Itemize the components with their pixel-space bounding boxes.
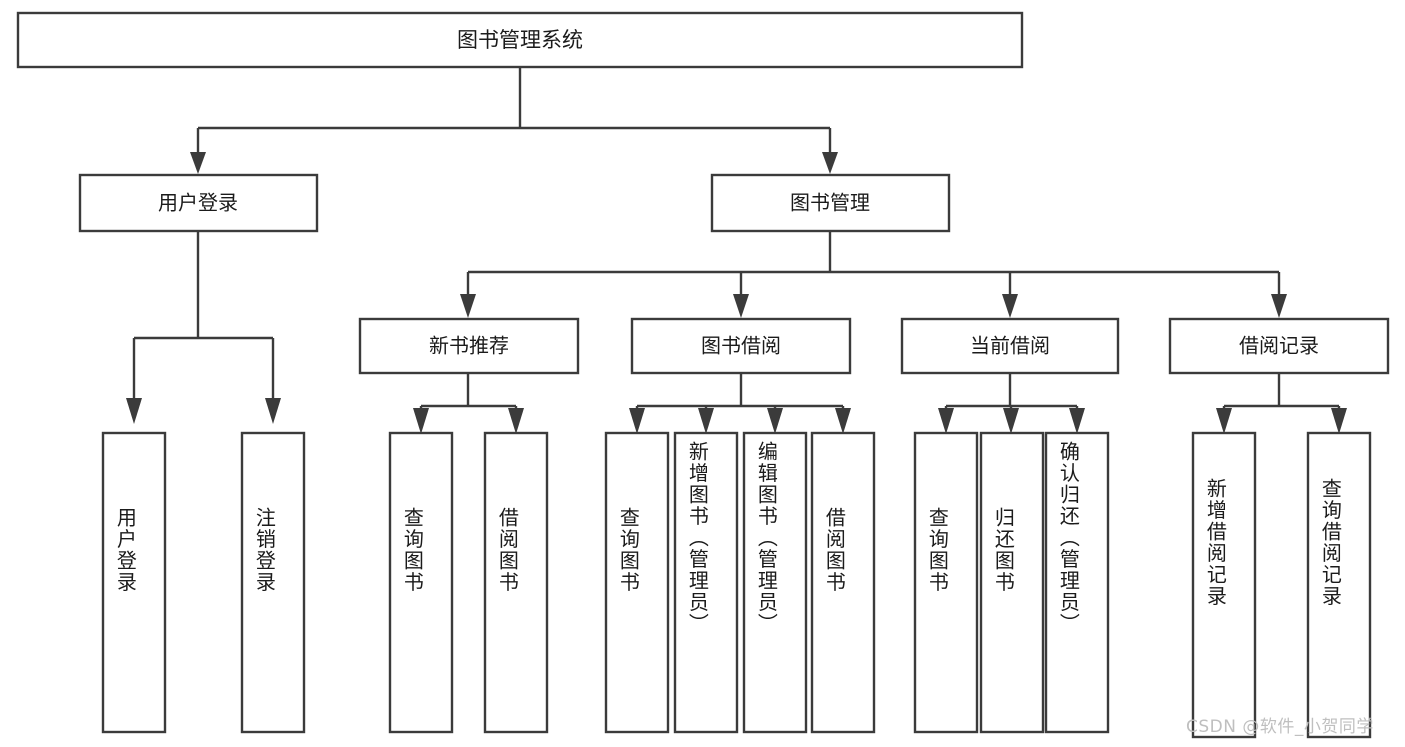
node-user-login-label: 用户登录 xyxy=(158,191,238,215)
node-new-book-rec-label: 新书推荐 xyxy=(429,334,509,358)
arrowhead-book-borrow xyxy=(733,294,749,318)
node-borrow-record-label: 借阅记录 xyxy=(1239,334,1319,358)
arrowhead-leaf-confirm-return xyxy=(1069,408,1085,434)
connector-group-root xyxy=(190,68,838,174)
leaf-box-logout[interactable] xyxy=(240,431,306,734)
arrowhead-borrow-record xyxy=(1271,294,1287,318)
arrowhead-current-borrow xyxy=(1002,294,1018,318)
node-book-manage-label: 图书管理 xyxy=(790,191,870,215)
connector-group-newbookrec xyxy=(413,373,524,434)
arrowhead-leaf-borrow-book-1 xyxy=(508,408,524,434)
leaf-box-query-record[interactable] xyxy=(1306,431,1372,739)
node-book-manage-box[interactable] xyxy=(710,173,951,233)
watermark-text: CSDN @软件_小贺同学 xyxy=(1186,717,1374,737)
leaf-box-query-book-2[interactable] xyxy=(604,431,670,734)
arrowhead-leaf-borrow-book-2 xyxy=(835,408,851,434)
arrowhead-leaf-add-book xyxy=(698,408,714,434)
leaf-box-borrow-book-1[interactable] xyxy=(483,431,549,734)
leaf-box-add-book[interactable] xyxy=(673,431,739,734)
arrowhead-leaf-query-book-1 xyxy=(413,408,429,434)
node-borrow-record-box[interactable] xyxy=(1168,317,1390,375)
arrowhead-leaf-edit-book xyxy=(767,408,783,434)
connector-group-currentborrow xyxy=(938,373,1085,434)
node-root-box[interactable] xyxy=(16,11,1024,69)
connector-group-bookborrow xyxy=(629,373,851,434)
arrowhead-new-book-rec xyxy=(460,294,476,318)
node-book-borrow-box[interactable] xyxy=(630,317,852,375)
arrowhead-leaf-return-book xyxy=(1003,408,1019,434)
leaf-box-confirm-return[interactable] xyxy=(1044,431,1110,734)
connector-group-userlogin xyxy=(126,231,281,424)
leaf-box-query-book-1[interactable] xyxy=(388,431,454,734)
arrowhead-leaf-add-record xyxy=(1216,408,1232,434)
leaf-box-query-book-3[interactable] xyxy=(913,431,979,734)
arrowhead-leaf-query-record xyxy=(1331,408,1347,434)
node-current-borrow-label: 当前借阅 xyxy=(970,334,1050,358)
node-root-label: 图书管理系统 xyxy=(457,28,583,52)
node-book-borrow-label: 图书借阅 xyxy=(701,334,781,358)
arrowhead-leaf-logout xyxy=(265,398,281,424)
leaf-box-edit-book[interactable] xyxy=(742,431,808,734)
leaf-box-user-login[interactable] xyxy=(101,431,167,734)
arrowhead-leaf-query-book-3 xyxy=(938,408,954,434)
arrowhead-bookmanage xyxy=(822,152,838,174)
connector-group-bookmanage xyxy=(460,231,1287,318)
arrowhead-userlogin xyxy=(190,152,206,174)
node-new-book-rec-box[interactable] xyxy=(358,317,580,375)
arrowhead-leaf-query-book-2 xyxy=(629,408,645,434)
node-user-login-box[interactable] xyxy=(78,173,319,233)
leaf-box-add-record[interactable] xyxy=(1191,431,1257,739)
connector-group-borrowrecord xyxy=(1216,373,1347,434)
node-current-borrow-box[interactable] xyxy=(900,317,1120,375)
leaf-box-return-book[interactable] xyxy=(979,431,1045,734)
leaf-box-borrow-book-2[interactable] xyxy=(810,431,876,734)
arrowhead-leaf-user-login xyxy=(126,398,142,424)
